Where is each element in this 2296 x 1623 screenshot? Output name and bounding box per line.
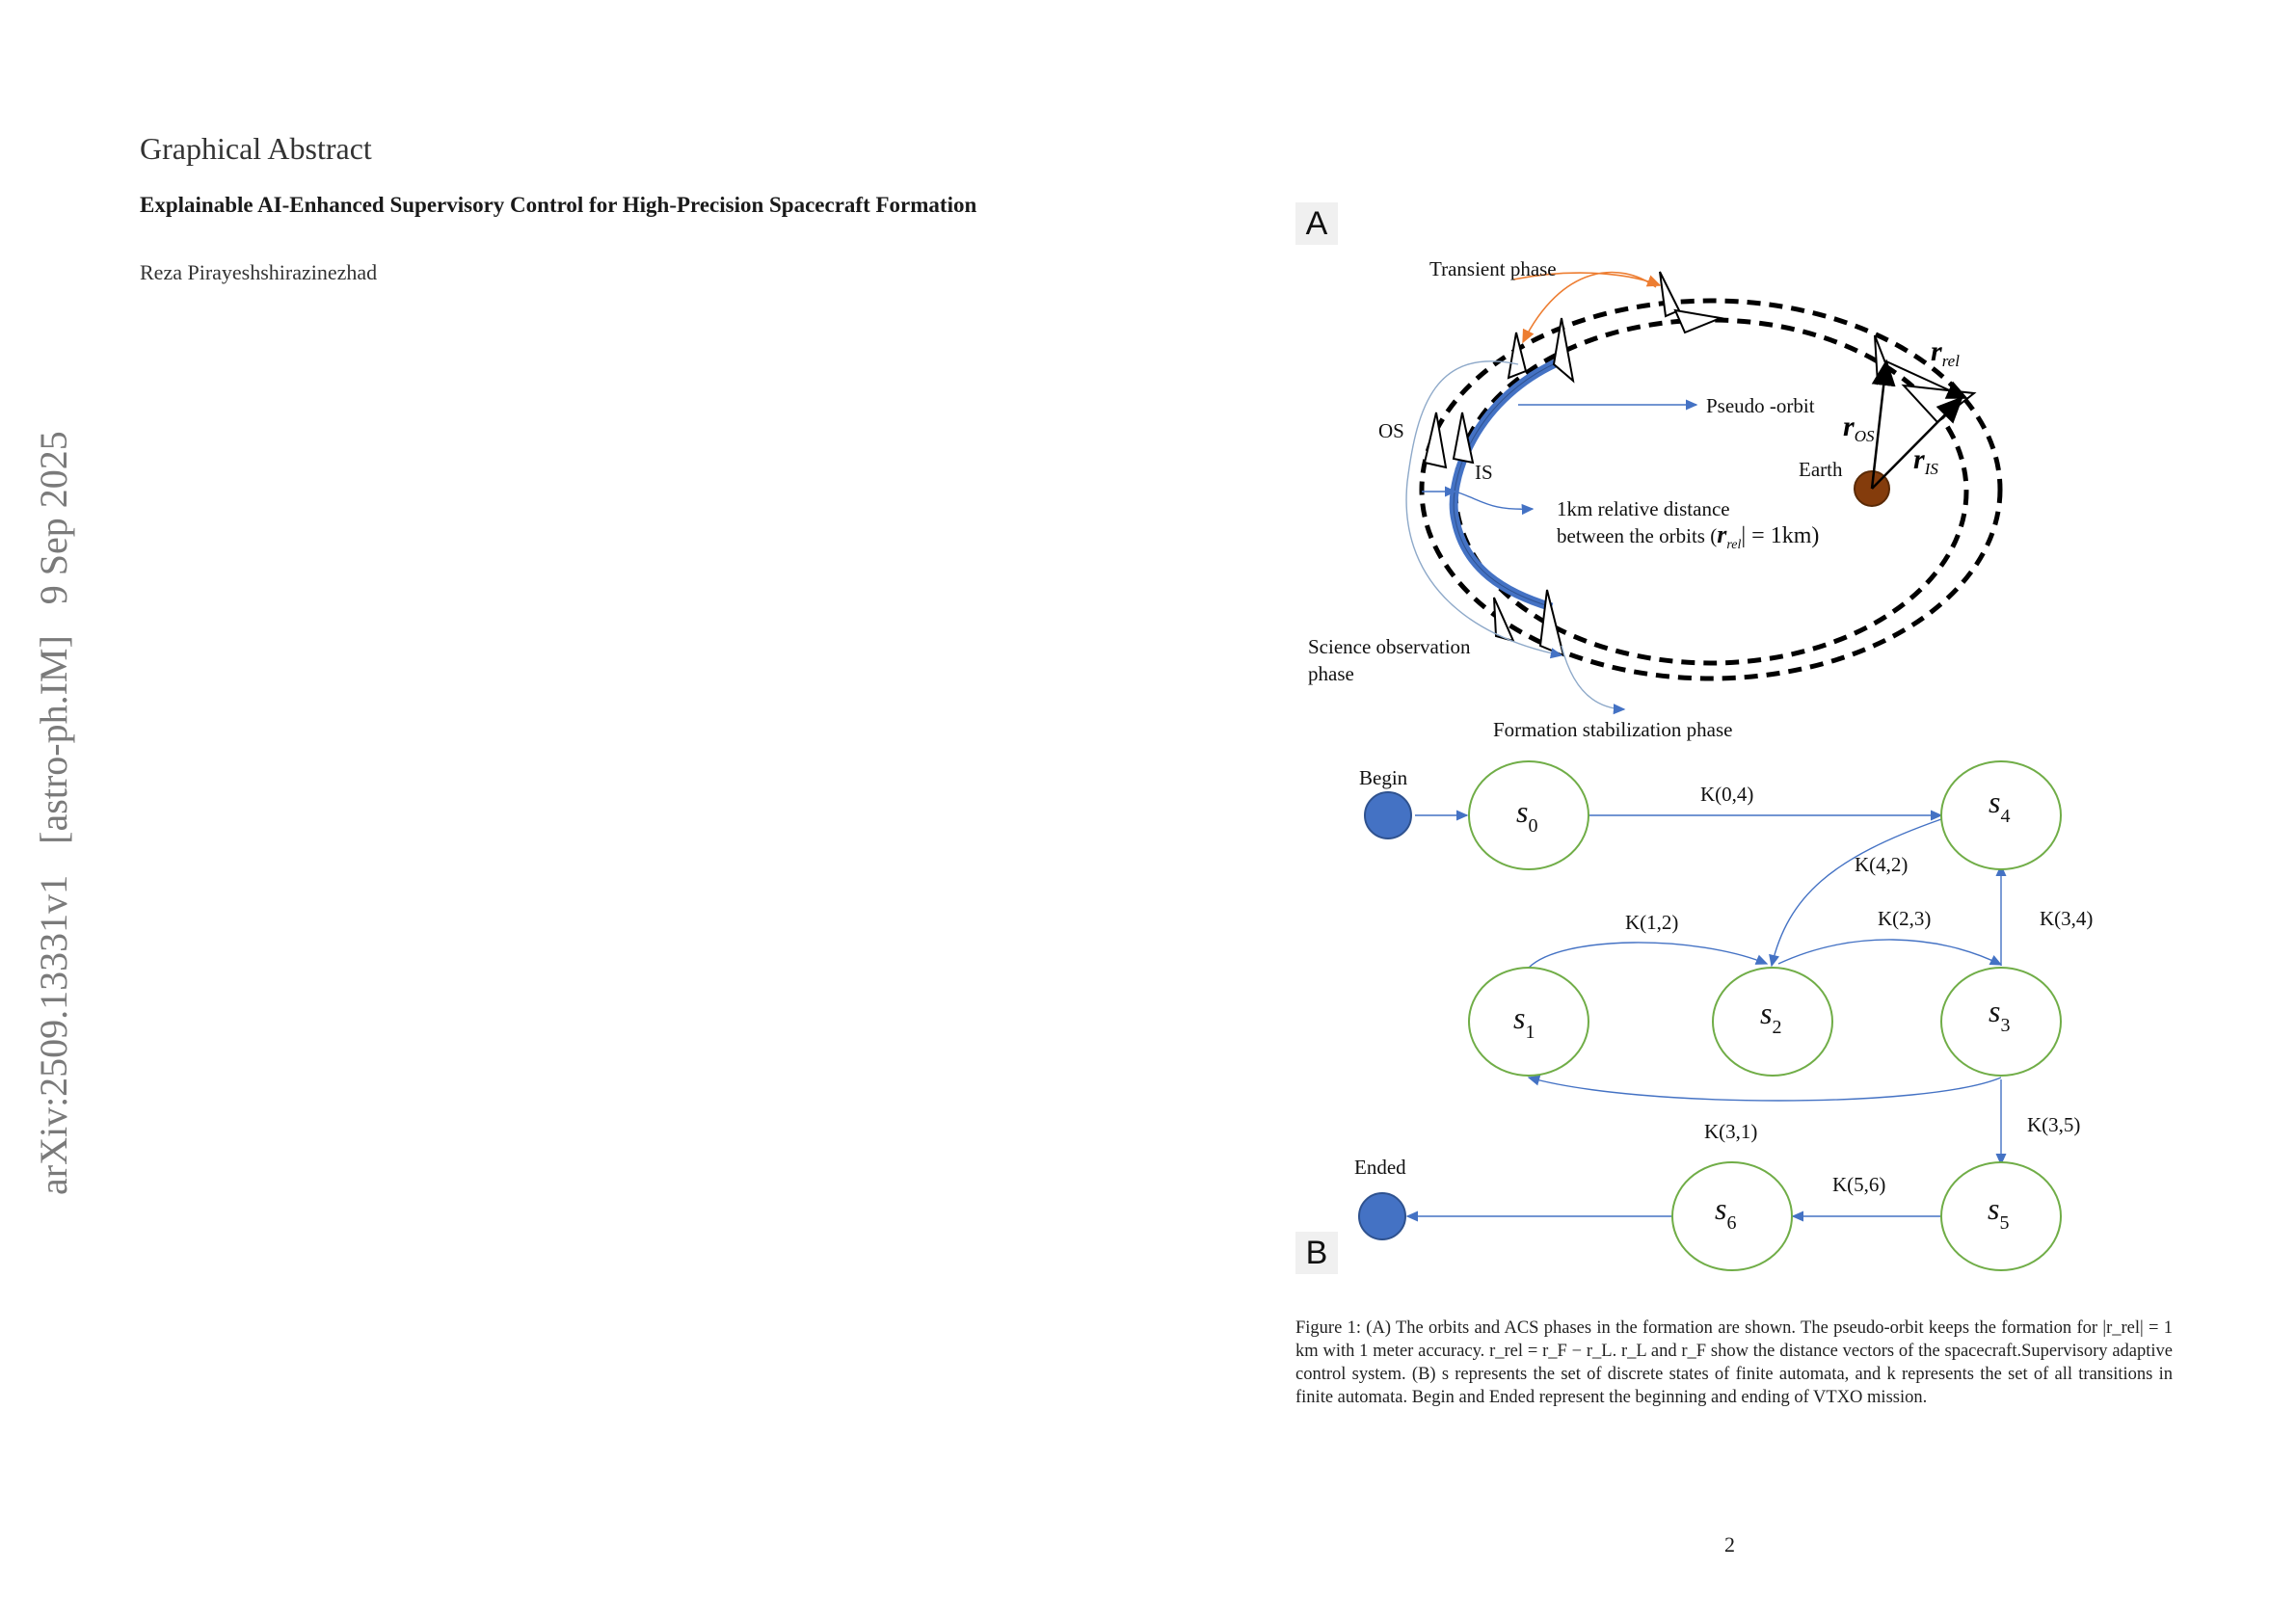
svg-text:between the orbits (rrel| = 1k: between the orbits (rrel| = 1km): [1557, 520, 1819, 552]
author: Reza Pirayeshshirazinezhad: [140, 260, 378, 284]
label-k04: K(0,4): [1700, 783, 1753, 806]
paper-title: Explainable AI-Enhanced Supervisory Cont…: [140, 193, 977, 217]
state-s2: [1712, 967, 1833, 1077]
is-label: IS: [1475, 461, 1493, 484]
spacecraft-icon: [1552, 317, 1575, 384]
panel-b-label: B: [1295, 1232, 1338, 1274]
earth-label: Earth: [1799, 458, 1843, 481]
state-labels: s0 s1 s2 s3 s4 s5 s6: [1513, 785, 2010, 1234]
spacecraft-icon: [1673, 308, 1724, 334]
spacecraft-icon: [1874, 334, 1893, 386]
os-label: OS: [1378, 419, 1404, 442]
spacecraft-icon: [1659, 271, 1681, 318]
transition-k23: [1777, 939, 2003, 966]
label-k34: K(3,4): [2040, 907, 2093, 930]
spacecraft-icon: [1538, 589, 1565, 657]
spacecraft-icon: [1901, 384, 1977, 424]
label-k56: K(5,6): [1832, 1173, 1885, 1196]
panel-a: Transient phase Pseudo -orbit OS IS Eart…: [1308, 257, 2003, 741]
stabilization-phase-label: Formation stabilization phase: [1493, 718, 1732, 741]
state-s5-label: s5: [1988, 1191, 2009, 1234]
science-phase-label-line1: Science observation: [1308, 635, 1471, 658]
state-s4-label: s4: [1989, 785, 2010, 827]
transition-k12: [1528, 942, 1769, 969]
pseudo-orbit-label: Pseudo -orbit: [1706, 394, 1815, 417]
distance-r-sub: rel: [1726, 538, 1741, 552]
state-s2-label: s2: [1760, 996, 1781, 1038]
begin-node: [1364, 791, 1412, 839]
transition-k42: [1769, 818, 1942, 968]
figure-caption: Figure 1: (A) The orbits and ACS phases …: [1295, 1318, 2173, 1407]
r-os-label: rOS: [1843, 411, 1875, 445]
ended-label: Ended: [1354, 1156, 1406, 1179]
distance-r-symbol: r: [1717, 520, 1727, 548]
panel-a-label: A: [1295, 202, 1338, 245]
label-k12: K(1,2): [1625, 911, 1678, 934]
state-s5: [1940, 1161, 2062, 1271]
transition-k31: [1527, 1075, 2002, 1102]
begin-label: Begin: [1359, 766, 1408, 789]
outer-orbit: [1419, 298, 2003, 681]
state-s1: [1468, 967, 1589, 1077]
distance-equation: | = 1km): [1741, 523, 1819, 548]
transient-phase-label: Transient phase: [1429, 257, 1557, 280]
state-s0-label: s0: [1516, 794, 1537, 837]
distance-label-line2: between the orbits (: [1557, 524, 1717, 547]
spacecraft-icon: [1452, 412, 1475, 465]
state-nodes: [1468, 760, 2062, 1271]
r-is-label: rIS: [1913, 443, 1938, 478]
ended-node: [1358, 1192, 1406, 1240]
state-s0: [1468, 760, 1589, 870]
label-k23: K(2,3): [1878, 907, 1931, 930]
pseudo-orbit-arc: [1449, 354, 1568, 612]
r-rel-label: rrel: [1931, 335, 1960, 370]
state-s3: [1940, 967, 2062, 1077]
label-k31: K(3,1): [1704, 1120, 1757, 1143]
science-phase-label-line2: phase: [1308, 662, 1354, 685]
label-k35: K(3,5): [2027, 1113, 2080, 1136]
state-s1-label: s1: [1513, 1000, 1535, 1043]
state-s4: [1940, 760, 2062, 870]
state-s6-label: s6: [1715, 1191, 1736, 1234]
spacecraft-icon: [1507, 332, 1528, 380]
label-k42: K(4,2): [1855, 853, 1908, 876]
page-number: 2: [1724, 1532, 1735, 1556]
panel-b: Begin Ended s0 s1 s2 s3 s4 s5 s6 K(0,4) …: [1354, 760, 2093, 1271]
state-s6: [1671, 1161, 1793, 1271]
section-heading: Graphical Abstract: [140, 131, 372, 166]
transition-arrows: [1405, 810, 2007, 1222]
spacecraft-icon: [1423, 412, 1448, 469]
state-s3-label: s3: [1989, 994, 2010, 1036]
distance-label-line1: 1km relative distance: [1557, 497, 1730, 520]
